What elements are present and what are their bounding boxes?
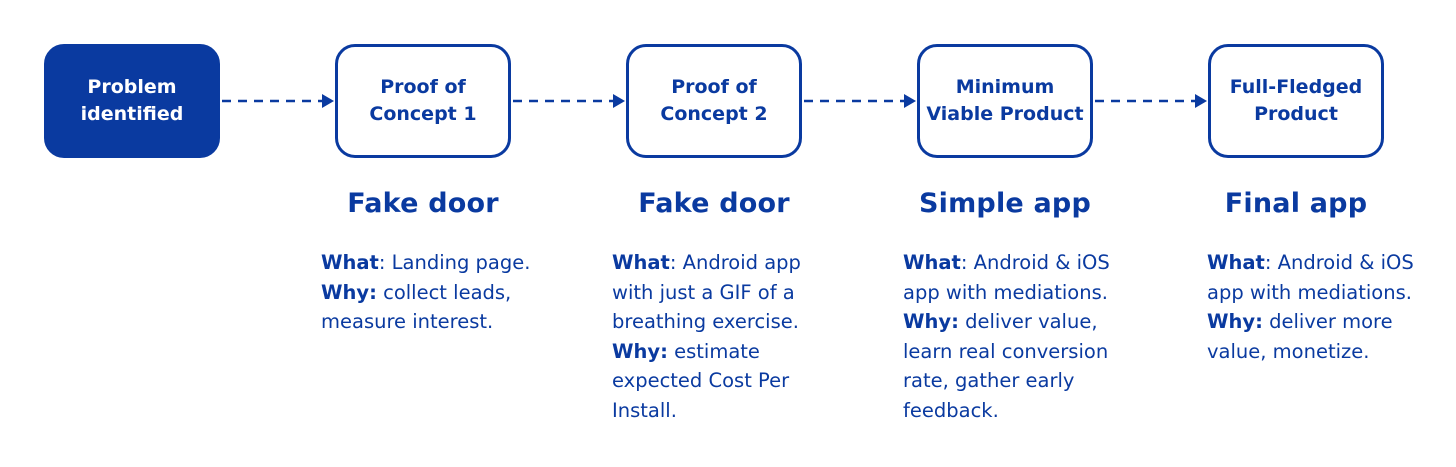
what-label: What [321, 251, 379, 274]
why-text: estimate [667, 339, 760, 363]
stage-proof-of-concept-2: Proof of Concept 2 [626, 44, 802, 158]
why-label: Why: [612, 339, 668, 363]
why-line: Why: deliver more [1207, 307, 1437, 337]
phase-description-final: What: Android & iOS app with mediations.… [1207, 248, 1437, 366]
why-label: Why: [321, 280, 377, 304]
stage-label-line2: Viable Product [926, 103, 1084, 125]
what-line: What: Android & iOS [1207, 248, 1437, 278]
stage-full-fledged-product: Full-Fledged Product [1208, 44, 1384, 158]
what-label: What [612, 251, 670, 274]
what-text: app with mediations. [903, 280, 1108, 304]
stage-label-line1: Proof of [671, 76, 757, 98]
what-text: breathing exercise. [612, 310, 799, 333]
arrow-4-head-icon [1195, 94, 1207, 108]
why-text: value, monetize. [1207, 339, 1370, 363]
phase-title-mvp: Simple app [918, 188, 1091, 219]
why-label: Why: [1207, 310, 1263, 333]
stage-label-line2: Concept 2 [660, 103, 768, 125]
stage-minimum-viable-product: Minimum Viable Product [917, 44, 1093, 158]
what-line: What: Android & iOS [903, 248, 1133, 278]
stage-label-line1: Full-Fledged [1229, 76, 1363, 98]
what-line: What: Android app [612, 248, 842, 278]
why-line: Why: collect leads, [321, 278, 551, 308]
arrow-2-head-icon [613, 94, 625, 108]
stage-label-line1: Problem [87, 76, 177, 98]
phase-description-poc1: What: Landing page. Why: collect leads, … [321, 248, 551, 337]
why-text: deliver value, [958, 310, 1098, 333]
what-text: : Android app [669, 251, 801, 274]
what-text: : Landing page. [378, 251, 531, 274]
what-text: : Android & iOS [960, 251, 1110, 274]
stage-label-line2: identified [80, 103, 184, 125]
why-line: Why: deliver value, [903, 307, 1133, 337]
phase-title-final: Final app [1224, 188, 1368, 219]
why-line: Why: estimate [612, 337, 842, 367]
what-label: What [1207, 251, 1265, 274]
arrow-1-head-icon [322, 94, 334, 108]
stage-problem-identified: Problem identified [44, 44, 220, 158]
why-text: collect leads, [376, 280, 512, 304]
stage-label-line1: Proof of [380, 76, 466, 98]
why-text: Install. [612, 398, 677, 422]
stage-label-line2: Concept 1 [369, 103, 477, 125]
phase-title-poc2: Fake door [638, 188, 790, 219]
phase-description-poc2: What: Android app with just a GIF of a b… [612, 248, 842, 425]
why-label: Why: [903, 310, 959, 333]
what-line: What: Landing page. [321, 248, 551, 278]
why-text: learn real conversion [903, 339, 1109, 363]
what-text: : Android & iOS [1264, 251, 1414, 274]
what-text: with just a GIF of a [612, 280, 795, 304]
why-text: measure interest. [321, 310, 494, 333]
phase-description-mvp: What: Android & iOS app with mediations.… [903, 248, 1133, 425]
why-text: expected Cost Per [612, 369, 790, 392]
what-text: app with mediations. [1207, 280, 1412, 304]
why-text: feedback. [903, 398, 999, 422]
why-text: rate, gather early [903, 369, 1075, 392]
stage-label-line1: Minimum [955, 76, 1055, 98]
what-label: What [903, 251, 961, 274]
arrow-3-head-icon [904, 94, 916, 108]
stage-label-line2: Product [1254, 103, 1338, 125]
phase-title-poc1: Fake door [347, 188, 499, 219]
stage-proof-of-concept-1: Proof of Concept 1 [335, 44, 511, 158]
why-text: deliver more [1262, 310, 1393, 333]
